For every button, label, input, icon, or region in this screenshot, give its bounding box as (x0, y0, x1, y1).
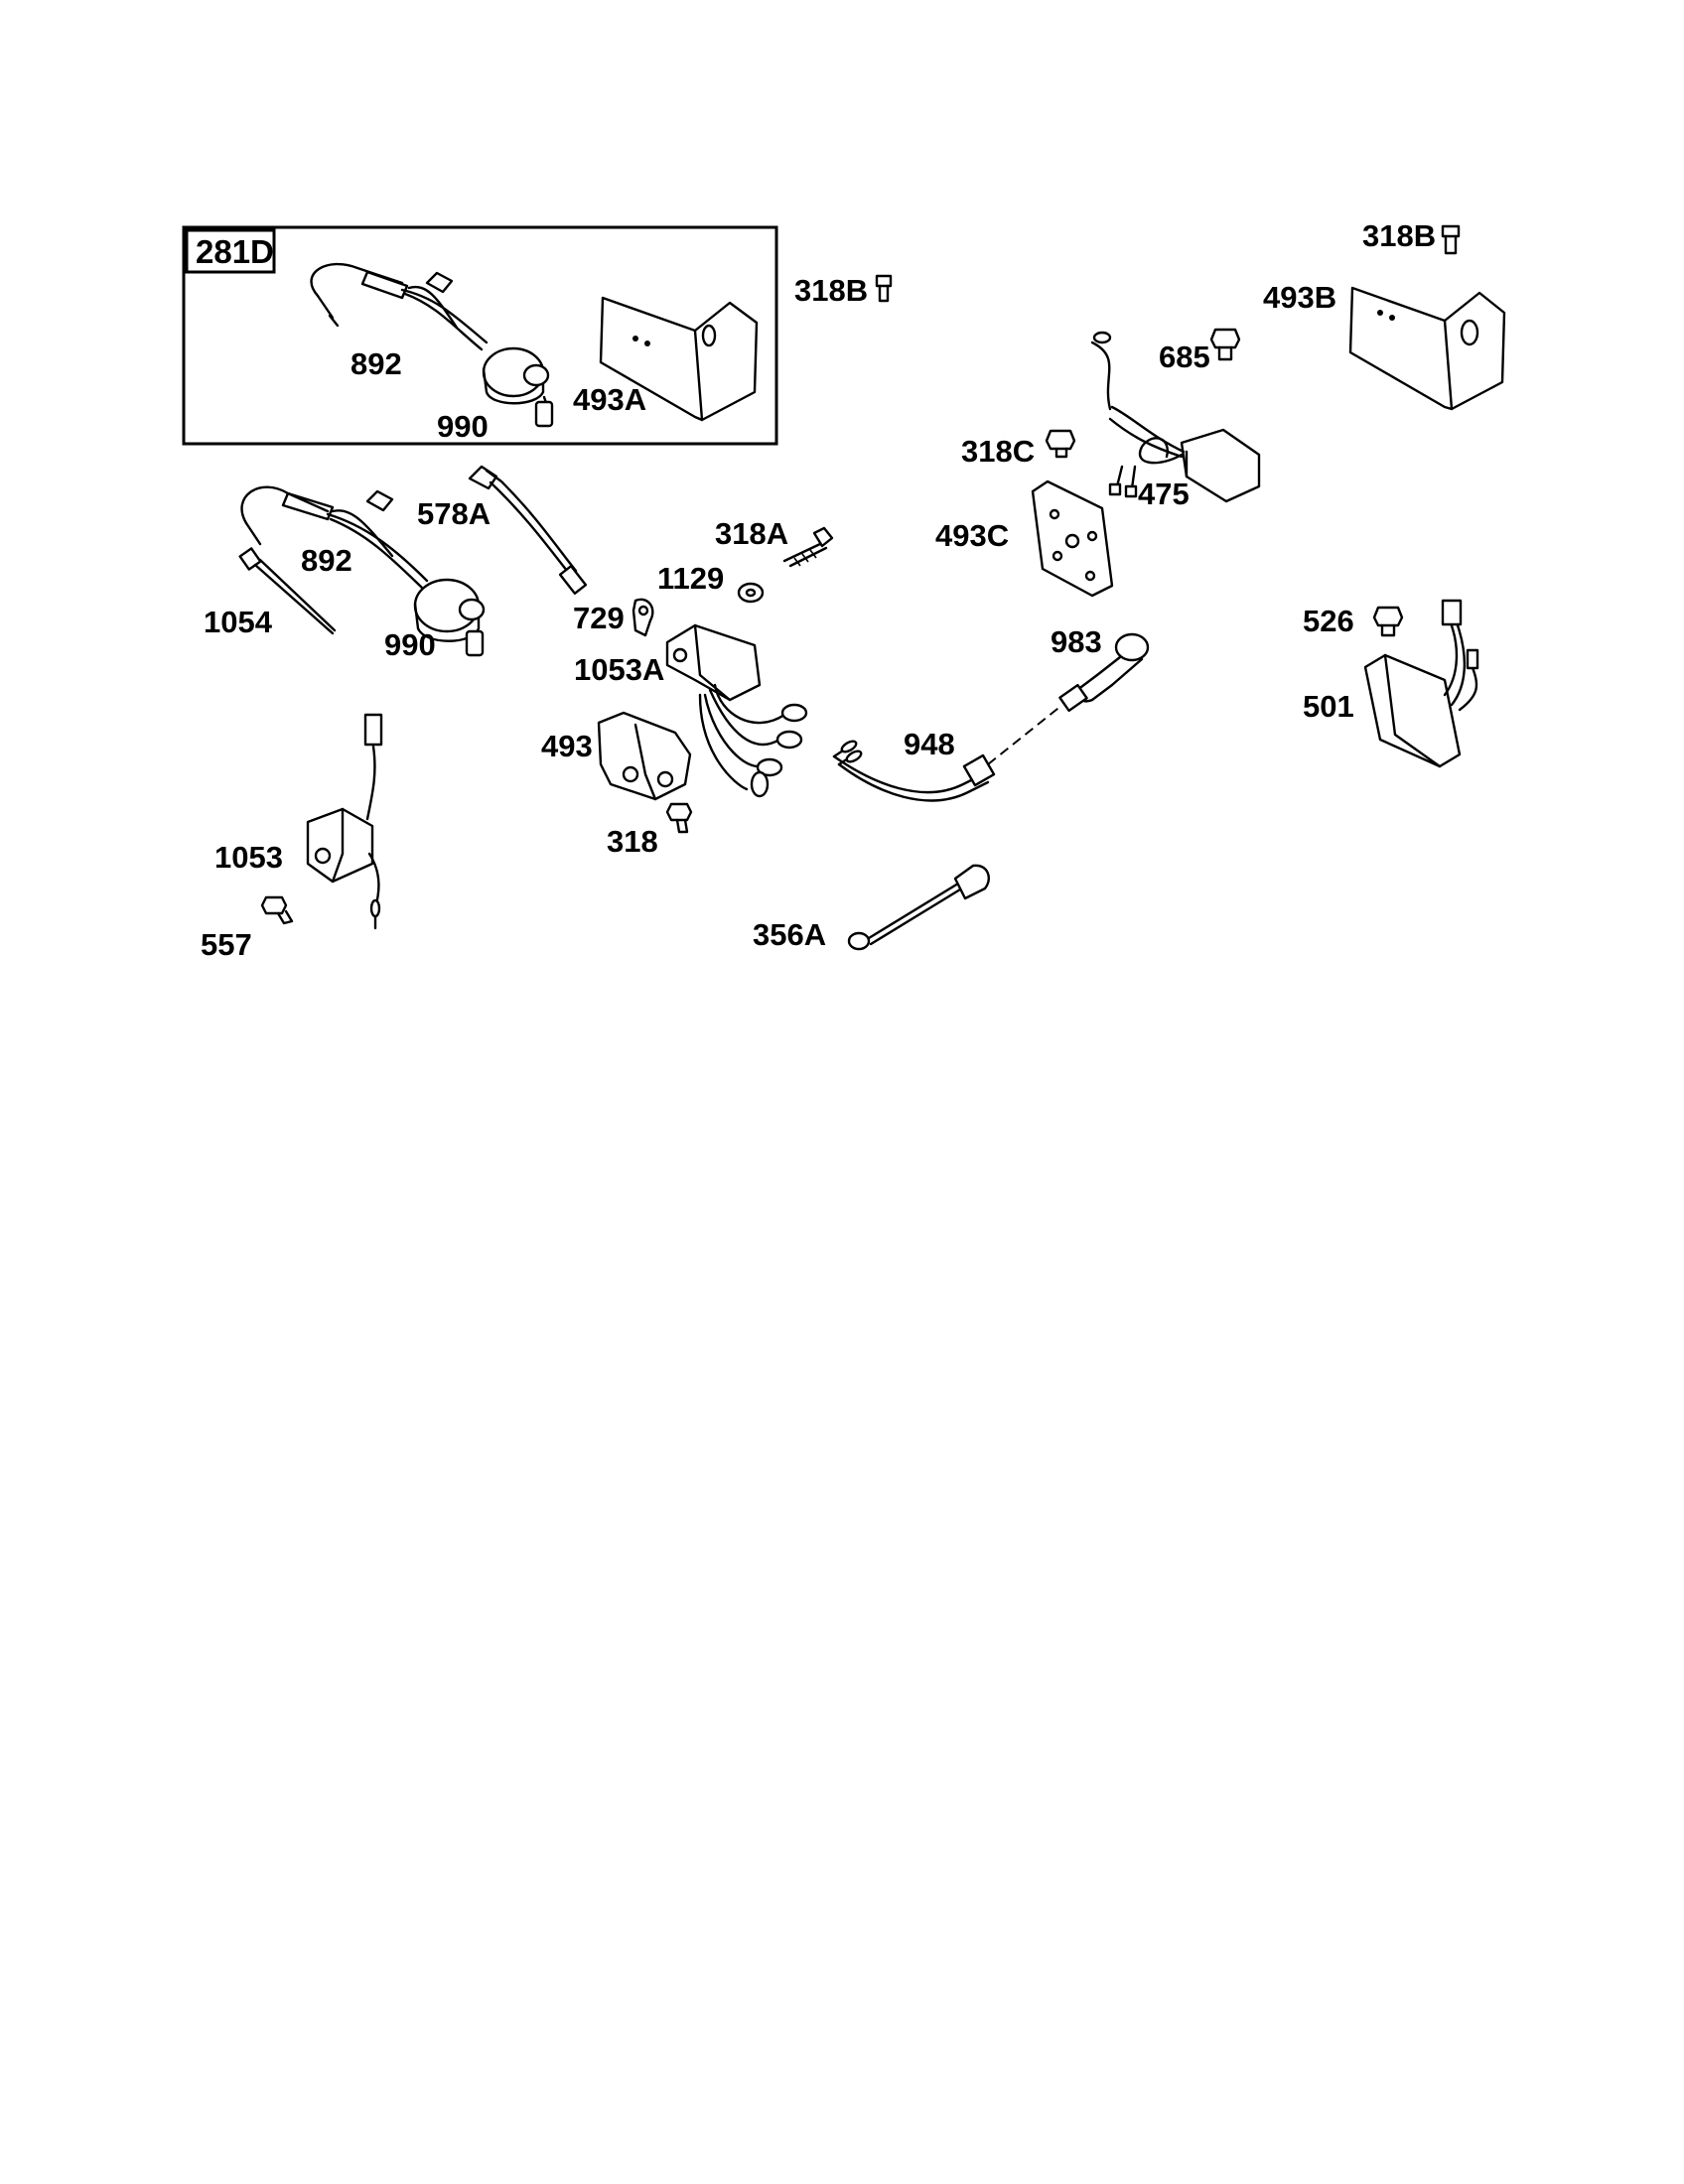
kit-281d-label: 281D (196, 233, 274, 270)
label-493: 493 (541, 729, 593, 763)
module-475 (1090, 331, 1261, 503)
screw-318b-top (875, 274, 893, 303)
label-1129: 1129 (657, 561, 724, 596)
label-318b-right: 318B (1362, 218, 1436, 253)
label-318c: 318C (961, 434, 1035, 469)
ignition-harness-892 (240, 485, 486, 657)
switch-983 (1058, 632, 1150, 713)
label-1054: 1054 (204, 605, 273, 639)
label-557: 557 (201, 927, 252, 962)
wire-948 (832, 704, 1063, 802)
label-948: 948 (904, 727, 955, 761)
bracket-493b (1348, 286, 1506, 411)
kit-ignition-harness-892 (310, 262, 554, 428)
kit-281d-label-box (185, 228, 276, 274)
label-892: 892 (301, 543, 352, 578)
label-318: 318 (607, 824, 658, 859)
screw-318 (665, 802, 693, 834)
kit-bracket-493a (599, 296, 759, 422)
label-kit-990: 990 (437, 409, 489, 444)
module-1053a (665, 623, 808, 798)
label-356a: 356A (753, 917, 826, 952)
label-kit-493a: 493A (573, 382, 646, 417)
screw-685 (1209, 328, 1241, 361)
label-318a: 318A (715, 516, 788, 551)
regulator-501 (1363, 599, 1479, 768)
label-318b-top: 318B (794, 273, 868, 308)
bolt-318a (782, 526, 834, 568)
label-475: 475 (1138, 477, 1190, 511)
screw-318b-right (1441, 224, 1461, 255)
label-493c: 493C (935, 518, 1009, 553)
label-990: 990 (384, 627, 436, 662)
label-578a: 578A (417, 496, 491, 531)
cable-356a (847, 864, 990, 951)
module-1053 (306, 713, 383, 930)
screw-318c (1045, 429, 1076, 459)
screw-557 (260, 895, 294, 925)
label-729: 729 (573, 601, 625, 635)
lead-wire-578a (468, 465, 588, 595)
plate-493c (1031, 479, 1114, 598)
label-685: 685 (1159, 340, 1210, 374)
label-1053: 1053 (214, 840, 283, 875)
label-501: 501 (1303, 689, 1354, 724)
label-kit-892: 892 (351, 346, 402, 381)
clip-729 (632, 598, 654, 637)
label-493b: 493B (1263, 280, 1336, 315)
cable-tie-1054 (238, 547, 337, 635)
label-526: 526 (1303, 604, 1354, 638)
label-1053a: 1053A (574, 652, 664, 687)
bracket-493 (597, 711, 692, 801)
kit-281d-box (182, 225, 778, 446)
screw-526 (1372, 606, 1404, 637)
label-983: 983 (1051, 624, 1102, 659)
washer-1129 (737, 582, 765, 604)
kit-281d-group: 281D 892 990 493A (182, 225, 778, 446)
